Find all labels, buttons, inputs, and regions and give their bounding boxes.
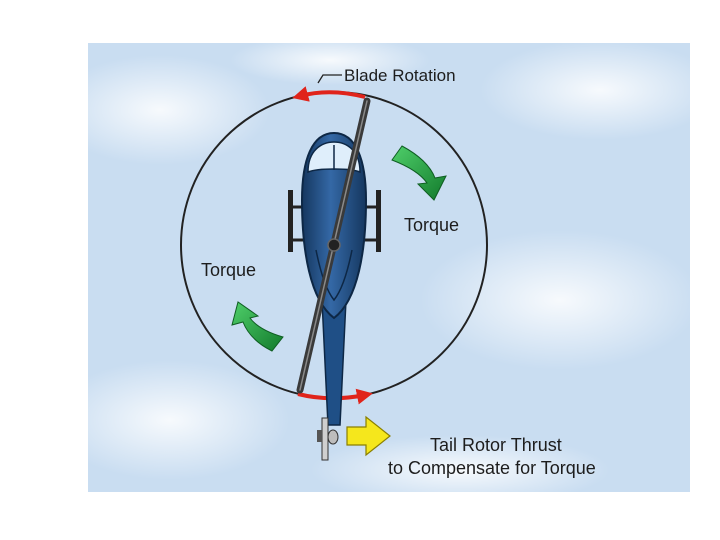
sky-background (50, 35, 720, 505)
blade-rotation-label: Blade Rotation (344, 66, 456, 85)
rotor-hub (327, 238, 341, 252)
tail-thrust-label-line1: Tail Rotor Thrust (430, 435, 562, 455)
torque-arrow-right (391, 145, 447, 201)
torque-label-left: Torque (201, 260, 256, 280)
torque-label-right: Torque (404, 215, 459, 235)
tail-thrust-label-line2: to Compensate for Torque (388, 458, 596, 478)
torque-arrow-left (231, 301, 284, 352)
tail-thrust-arrow (346, 415, 391, 457)
